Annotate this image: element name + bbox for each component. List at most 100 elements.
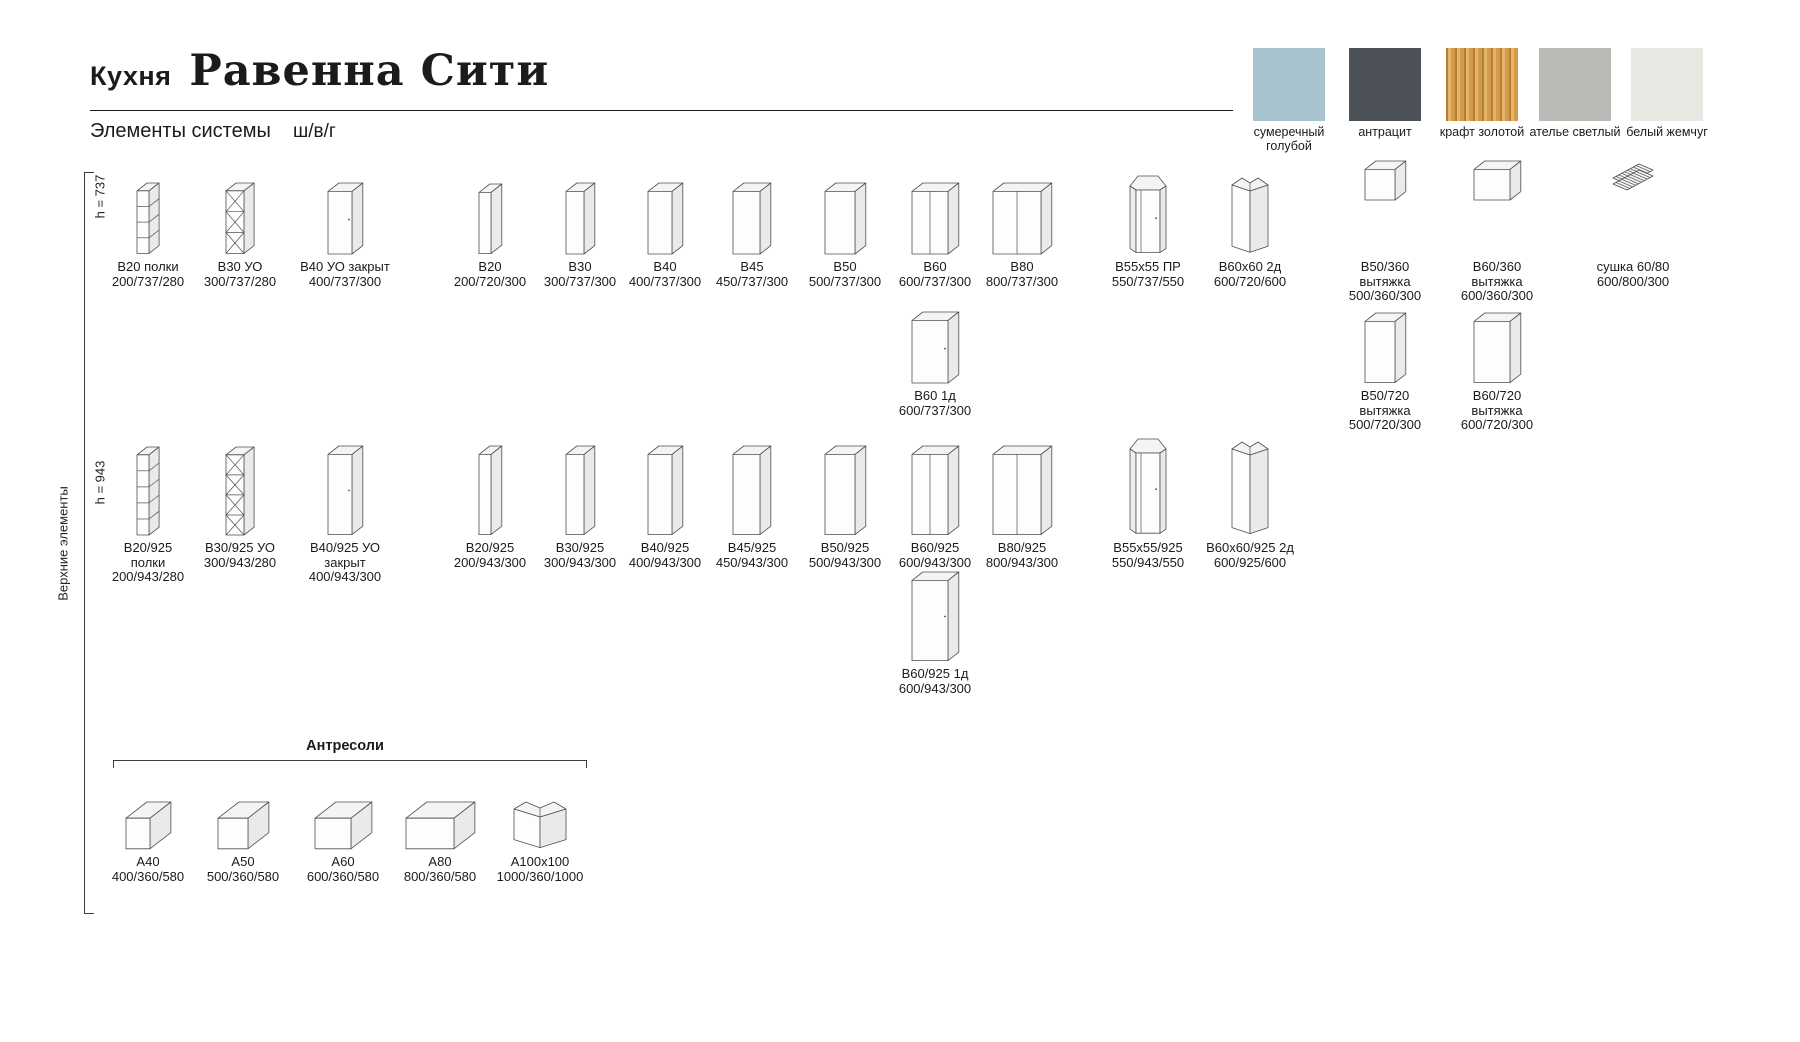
finish-swatch-5 <box>1631 48 1703 121</box>
item-dims: 600/737/300 <box>898 273 972 289</box>
item-dims: 400/943/300 <box>308 569 382 584</box>
wall-cabinet-icon <box>283 160 407 255</box>
item-name: В60 <box>923 259 947 274</box>
item-dims: 500/737/300 <box>808 273 882 289</box>
item-name: сушка 60/80 <box>1596 259 1670 274</box>
wall-cabinet-icon <box>690 160 814 255</box>
item-dims: 600/943/300 <box>898 554 972 570</box>
item-name: В80/925 <box>997 540 1047 555</box>
item-name: А80 <box>428 854 452 869</box>
header-divider <box>90 110 1233 111</box>
wall-cabinet-icon <box>873 300 997 384</box>
item-dims: 400/943/300 <box>628 554 702 570</box>
category-label: Кухня <box>90 61 172 91</box>
item-name: А50 <box>231 854 255 869</box>
item-dims: 600/360/300 <box>1460 288 1534 303</box>
item-dims: 1000/360/1000 <box>496 868 584 884</box>
item-dims: 500/943/300 <box>808 554 882 570</box>
item-name: В20 <box>478 259 502 274</box>
upper-elements-bracket <box>84 172 94 914</box>
page-title: Кухня Равенна Сити <box>90 46 549 96</box>
dims-legend: ш/в/г <box>293 121 336 142</box>
finish-swatch-1 <box>1253 48 1325 121</box>
upper-elements-label: Верхние элементы <box>55 486 71 601</box>
wall-cabinet-icon <box>960 444 1084 536</box>
finish-label: ателье светлый <box>1529 125 1621 139</box>
item-name: В60/720 <box>1472 388 1522 403</box>
item-name: А40 <box>136 854 160 869</box>
wall-cabinet-icon <box>783 444 907 536</box>
item-name: В50/360 <box>1360 259 1410 274</box>
item-name: В30 УО <box>217 259 263 274</box>
wall-cabinet-icon <box>283 444 407 536</box>
item-name: В55х55/925 <box>1113 540 1183 555</box>
wall-cabinet-icon <box>428 444 552 536</box>
item-dims: 800/360/580 <box>403 868 477 884</box>
item-name: закрыт <box>324 554 366 570</box>
item-name: В50 <box>833 259 857 274</box>
item-name: В50/720 <box>1360 388 1410 403</box>
wall-cabinet-icon <box>690 444 814 536</box>
wall-cabinet-icon <box>603 444 727 536</box>
dish-dryer-icon <box>1571 160 1695 255</box>
item-name: В20/925 <box>465 540 515 555</box>
wall-cabinet-icon <box>873 160 997 255</box>
item-dims: 200/720/300 <box>453 273 527 289</box>
item-name: В30/925 <box>555 540 605 555</box>
item-dims: 550/737/550 <box>1111 273 1185 289</box>
item-dims: 600/925/600 <box>1213 554 1287 570</box>
item-name: полки <box>130 554 166 570</box>
wall-cabinet-icon <box>783 160 907 255</box>
antresol-icon <box>378 770 502 850</box>
item-dims: 600/737/300 <box>898 402 972 418</box>
item-dims: 600/720/600 <box>1213 273 1287 289</box>
corner-wall-cabinet-icon <box>1086 160 1210 255</box>
item-name: вытяжка <box>1359 273 1411 289</box>
item-dims: 600/800/300 <box>1596 273 1670 289</box>
corner-antresol-icon <box>478 770 602 850</box>
item-name: В60 1д <box>914 388 956 403</box>
item-name: В50/925 <box>820 540 870 555</box>
item-dims: 300/737/300 <box>543 273 617 289</box>
